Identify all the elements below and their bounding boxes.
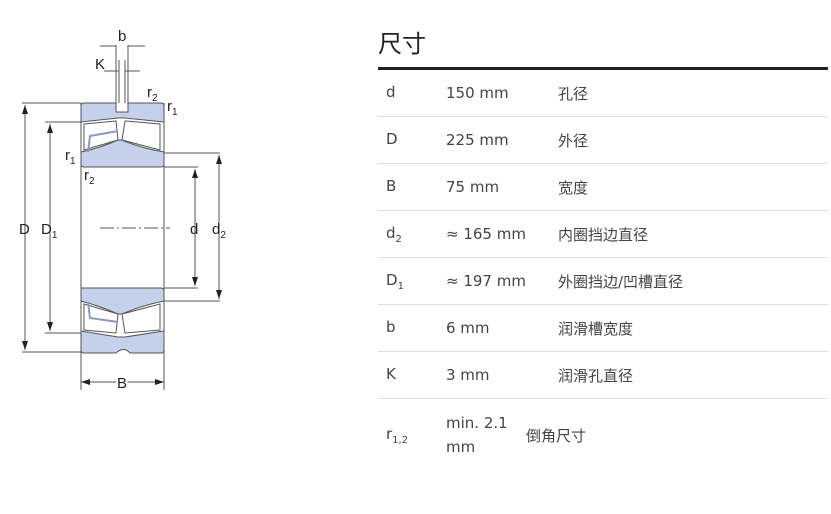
label-b: b [118,28,126,45]
table-row: D 225 mm 外径 [378,117,828,164]
label-d: d [190,221,198,238]
description: 内圈挡边直径 [558,225,649,244]
label-r1-top: r1 [167,98,178,118]
symbol: D1 [386,270,404,292]
bearing-cross-section-drawing: b K r2 r1 r1 r2 D D1 d d2 B [19,28,226,394]
value: ≈ 197 mm [446,272,526,290]
description: 润滑孔直径 [558,366,634,385]
description: 润滑槽宽度 [558,319,634,338]
section-title: 尺寸 [378,30,426,58]
value: 150 mm [446,84,509,102]
table-row: d 150 mm 孔径 [378,70,828,117]
table-row: r1,2 min. 2.1 mm 倒角尺寸 [378,399,828,471]
symbol: K [386,364,396,383]
label-D: D [19,221,30,238]
label-r2-top: r2 [147,84,158,104]
value: 3 mm [446,366,490,384]
description: 外圈挡边/凹槽直径 [558,272,684,291]
label-d2: d2 [212,221,226,241]
label-r2-left: r2 [84,167,95,187]
symbol: B [386,176,397,195]
table-row: D1 ≈ 197 mm 外圈挡边/凹槽直径 [378,258,828,305]
description: 宽度 [558,178,589,197]
symbol: b [386,317,396,336]
symbol: D [386,129,398,148]
label-r1-left: r1 [65,147,76,167]
description: 孔径 [558,84,589,103]
description: 倒角尺寸 [526,426,587,445]
table-row: K 3 mm 润滑孔直径 [378,352,828,399]
value: 75 mm [446,178,500,196]
symbol: d2 [386,223,402,245]
table-row: d2 ≈ 165 mm 内圈挡边直径 [378,211,828,258]
table-row: b 6 mm 润滑槽宽度 [378,305,828,352]
label-B: B [117,375,127,392]
value: min. 2.1 mm [446,414,508,456]
table-row: B 75 mm 宽度 [378,164,828,211]
value: 225 mm [446,131,509,149]
symbol: r1,2 [386,424,409,446]
symbol: d [386,82,396,101]
description: 外径 [558,131,589,150]
label-K: K [95,56,105,73]
value: ≈ 165 mm [446,225,526,243]
value: 6 mm [446,319,490,337]
label-D1: D1 [41,221,58,241]
